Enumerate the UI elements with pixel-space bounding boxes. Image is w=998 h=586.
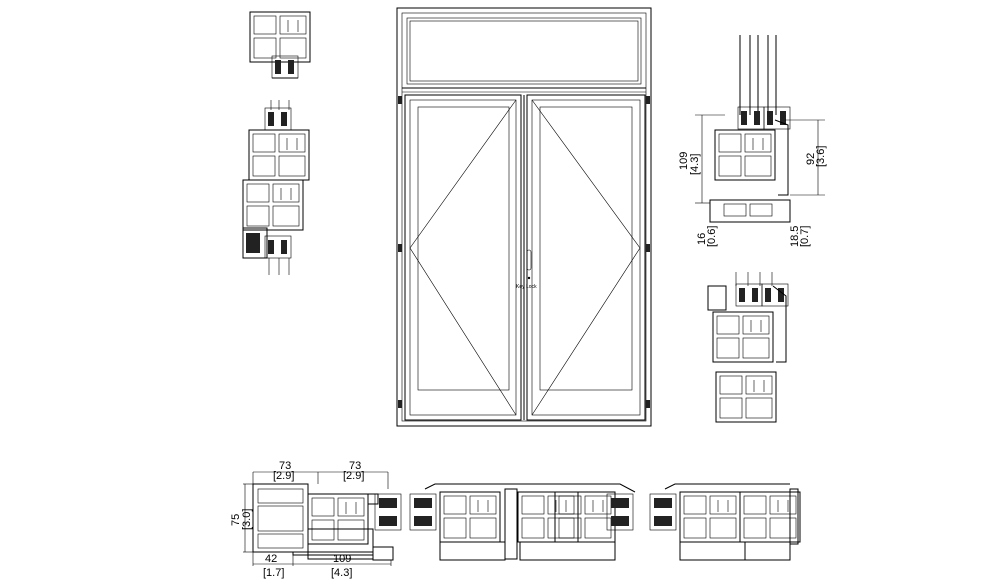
handle-icon bbox=[526, 249, 532, 280]
dim-92-in: [3.6] bbox=[815, 146, 827, 167]
vertical-section-sill: 109 [4.3] 92 [3.6] 16 [0.6] 18.5 [0.7] bbox=[678, 35, 827, 247]
dim-73-a-in: [2.9] bbox=[273, 470, 294, 482]
dim-92: 92 bbox=[805, 153, 817, 165]
dim-16-in: [0.6] bbox=[706, 226, 718, 247]
vertical-section-middle bbox=[242, 100, 310, 275]
vertical-section-transom bbox=[707, 272, 789, 423]
dim-109-h: 109 bbox=[333, 553, 351, 565]
dim-18-5-in: [0.7] bbox=[799, 226, 811, 247]
dim-73-b-in: [2.9] bbox=[343, 470, 364, 482]
horizontal-section-left: 73 [2.9] 73 [2.9] 75 [3.0] 42 [1.7] 109 … bbox=[230, 460, 402, 579]
dim-75: 75 bbox=[230, 514, 242, 526]
dim-42-in: [1.7] bbox=[263, 567, 284, 579]
dim-109-h-in: [4.3] bbox=[331, 567, 352, 579]
vertical-section-top bbox=[249, 11, 311, 79]
dim-73-b: 73 bbox=[349, 460, 361, 472]
dim-16: 16 bbox=[696, 233, 708, 245]
dim-75-in: [3.0] bbox=[241, 509, 253, 530]
door-elevation: Key Lock bbox=[396, 7, 652, 427]
dim-109-in: [4.3] bbox=[689, 154, 701, 175]
horizontal-section-middle bbox=[409, 483, 636, 561]
horizontal-section-right bbox=[649, 483, 801, 561]
key-lock-label: Key Lock bbox=[516, 284, 537, 290]
dim-73-a: 73 bbox=[279, 460, 291, 472]
dim-109: 109 bbox=[678, 152, 690, 170]
dim-18-5: 18.5 bbox=[789, 226, 801, 247]
dim-42: 42 bbox=[265, 553, 277, 565]
